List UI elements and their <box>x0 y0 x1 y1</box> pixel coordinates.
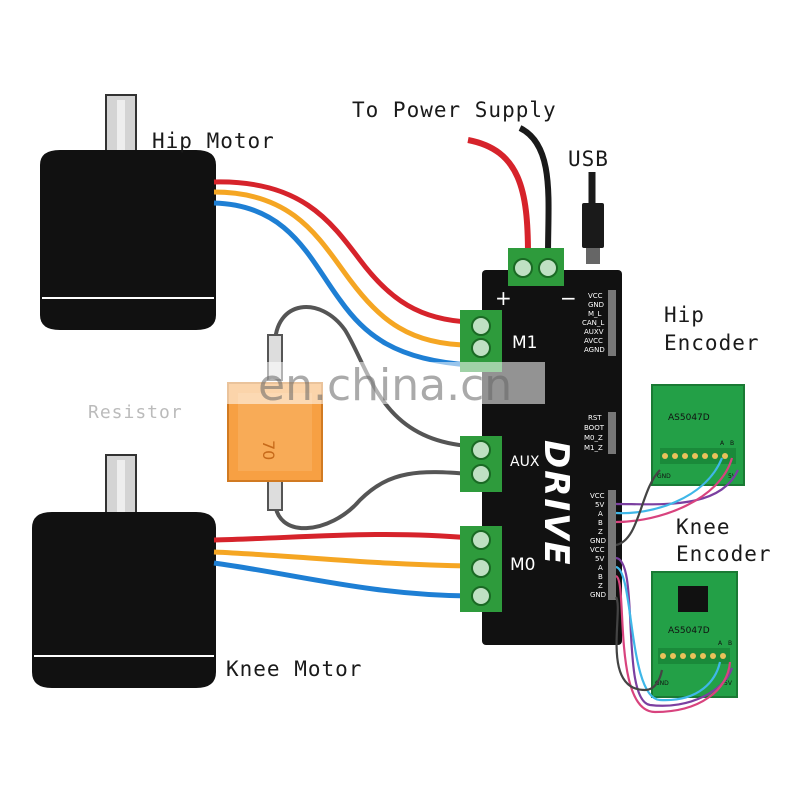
pin-header-top: VCC GND M_L CAN_L AUXV AVCC AGND <box>582 290 616 356</box>
pin-top-5: AVCC <box>584 337 603 345</box>
knee-encoder: AS5047D A B GND 5V <box>651 571 738 698</box>
watermark-text: en.china.cn <box>258 360 512 411</box>
pin-top-2: M_L <box>588 310 602 318</box>
hip-enc-pin-5v: 5V <box>728 473 737 480</box>
pin-enc1-2: A <box>598 510 603 518</box>
hip-encoder-wires <box>615 457 740 547</box>
pin-mid-1: BOOT <box>584 424 605 432</box>
pin-enc2-4: Z <box>598 582 603 590</box>
pin-top-1: GND <box>588 301 604 309</box>
knee-encoder-label-2: Encoder <box>676 542 772 566</box>
hip-encoder-label-2: Encoder <box>664 331 760 355</box>
pin-header-enc1: VCC 5V A B Z GND <box>590 490 616 546</box>
pin-top-6: AGND <box>584 346 605 354</box>
knee-encoder-wires <box>614 556 734 714</box>
knee-enc-pin-gnd: GND <box>655 680 669 687</box>
knee-motor-label: Knee Motor <box>226 657 362 681</box>
pin-enc2-5: GND <box>590 591 606 599</box>
usb-label: USB <box>568 147 609 171</box>
knee-enc-pin-5v: 5V <box>724 680 733 687</box>
pin-mid-0: RST <box>588 414 602 422</box>
hip-encoder-label-1: Hip <box>664 303 705 327</box>
pin-enc1-1: 5V <box>595 501 604 509</box>
pin-header-mid: RST BOOT M0_Z M1_Z <box>584 412 616 454</box>
plus-sign: + <box>495 286 512 310</box>
pin-enc2-2: A <box>598 564 603 572</box>
resistor-value: 70 <box>259 440 278 460</box>
hip-motor-label: Hip Motor <box>152 129 275 153</box>
pin-enc1-4: Z <box>598 528 603 536</box>
m1-label: M1 <box>512 333 537 353</box>
pin-top-3: CAN_L <box>582 319 604 327</box>
resistor-label: Resistor <box>88 402 183 423</box>
aux-label: AUX <box>510 454 540 470</box>
pin-enc1-0: VCC <box>590 492 605 500</box>
hip-encoder-chip: AS5047D <box>668 413 710 423</box>
power-supply-label: To Power Supply <box>352 98 557 122</box>
hip-enc-pin-a: A <box>720 440 725 447</box>
knee-motor <box>32 454 216 688</box>
hip-enc-pin-gnd: GND <box>657 473 671 480</box>
hip-enc-pin-b: B <box>730 440 734 447</box>
knee-enc-pin-b: B <box>728 640 732 647</box>
odrive-logo: DRIVE <box>536 440 576 567</box>
knee-encoder-chip: AS5047D <box>668 626 710 636</box>
watermark: en.china.cn <box>85 360 545 411</box>
hip-motor <box>40 94 216 330</box>
usb-connector <box>582 172 604 264</box>
pin-enc2-3: B <box>598 573 603 581</box>
pin-mid-3: M1_Z <box>584 444 603 452</box>
power-wires <box>467 125 552 256</box>
pin-top-4: AUXV <box>584 328 604 336</box>
knee-enc-pin-a: A <box>718 640 723 647</box>
hip-motor-wires <box>213 179 471 368</box>
pin-enc2-0: VCC <box>590 546 605 554</box>
pin-enc1-3: B <box>598 519 603 527</box>
knee-motor-wires <box>213 532 471 599</box>
minus-sign: − <box>560 286 577 310</box>
pin-mid-2: M0_Z <box>584 434 603 442</box>
pin-enc1-5: GND <box>590 537 606 545</box>
hip-encoder: AS5047D A B GND 5V <box>651 384 745 486</box>
pin-header-enc2: VCC 5V A B Z GND <box>590 544 616 600</box>
pin-top-0: VCC <box>588 292 603 300</box>
m0-label: M0 <box>510 555 535 575</box>
knee-encoder-label-1: Knee <box>676 515 731 539</box>
odrive-board: + − M1 AUX M0 DRIVE VCC GND M_L CAN_L AU… <box>460 248 622 645</box>
pin-enc2-1: 5V <box>595 555 604 563</box>
